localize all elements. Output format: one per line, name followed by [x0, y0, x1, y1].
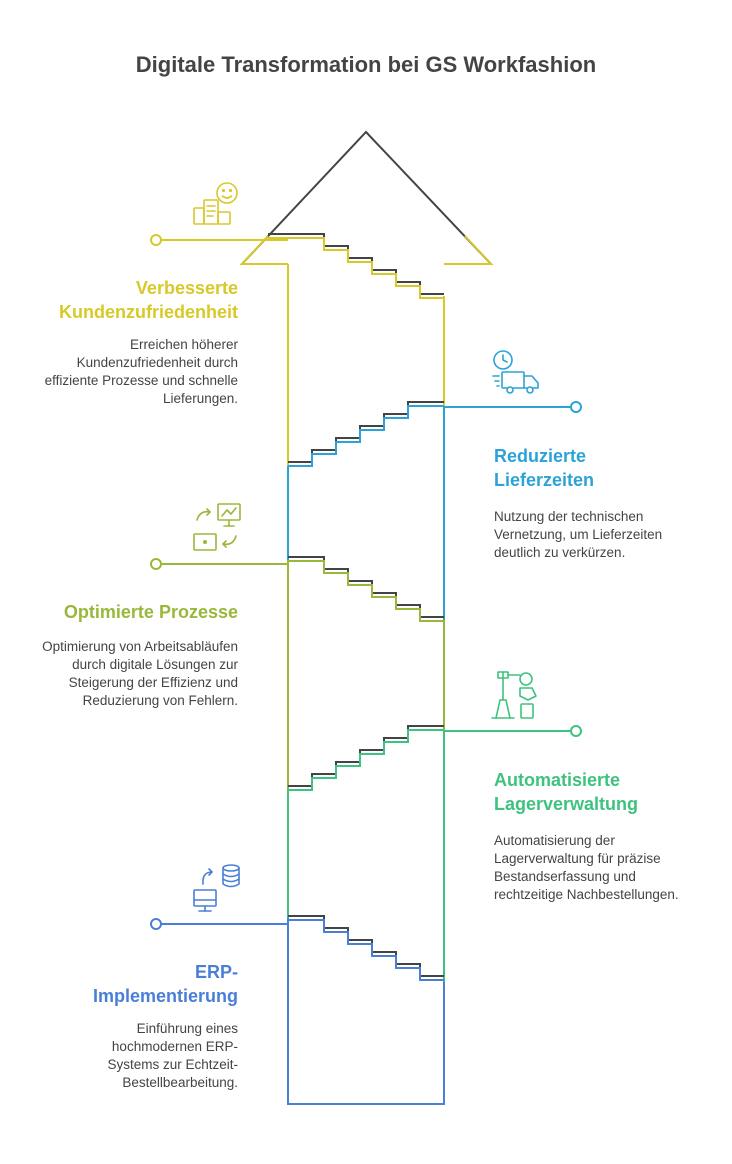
robot-arm-icon: [491, 671, 537, 719]
connector-olive: [150, 558, 288, 570]
stair-green-up-color: [288, 729, 444, 791]
diagram-title: Digitale Transformation bei GS Workfashi…: [135, 52, 597, 77]
step-desc-delivery-times: Nutzung der technischen Vernetzung, um L…: [494, 509, 663, 560]
connector-blue: [444, 401, 582, 413]
stair-royal-down-color: [288, 919, 444, 981]
step-desc-process-optimization: Optimierung von Arbeitsabläufen durch di…: [42, 639, 238, 708]
step-title-customer-satisfaction: Verbesserte Kundenzufriedenheit: [59, 278, 238, 322]
step-title-warehouse-automation: Automatisierte Lagerverwaltung: [494, 770, 639, 814]
arrow-head: [239, 130, 494, 265]
stair-top-color: [268, 237, 444, 299]
step-desc-warehouse-automation: Automatisierung der Lagerverwaltung für …: [494, 833, 679, 902]
step-title-process-optimization: Optimierte Prozesse: [63, 602, 238, 622]
band-royal-box: [287, 918, 445, 1105]
stair-olive-down-color: [288, 560, 444, 622]
step-desc-erp-implementation: Einführung eines hochmodernen ERP-System…: [107, 1021, 238, 1090]
customer-satisfaction-icon: [193, 182, 238, 225]
step-desc-customer-satisfaction: Erreichen höherer Kundenzufriedenheit du…: [44, 337, 238, 406]
step-title-delivery-times: Reduzierte Lieferzeiten: [494, 446, 595, 490]
step-title-erp-implementation: ERP- Implementierung: [92, 962, 238, 1006]
process-optimization-icon: [193, 503, 241, 551]
stair-blue-up-color: [288, 405, 444, 467]
delivery-truck-icon: [492, 350, 539, 394]
band-yellow-arrow-sides: [239, 235, 494, 265]
erp-database-icon: [193, 864, 240, 912]
connector-green: [444, 725, 582, 737]
connector-yellow: [150, 234, 288, 246]
connector-royal: [150, 918, 288, 930]
